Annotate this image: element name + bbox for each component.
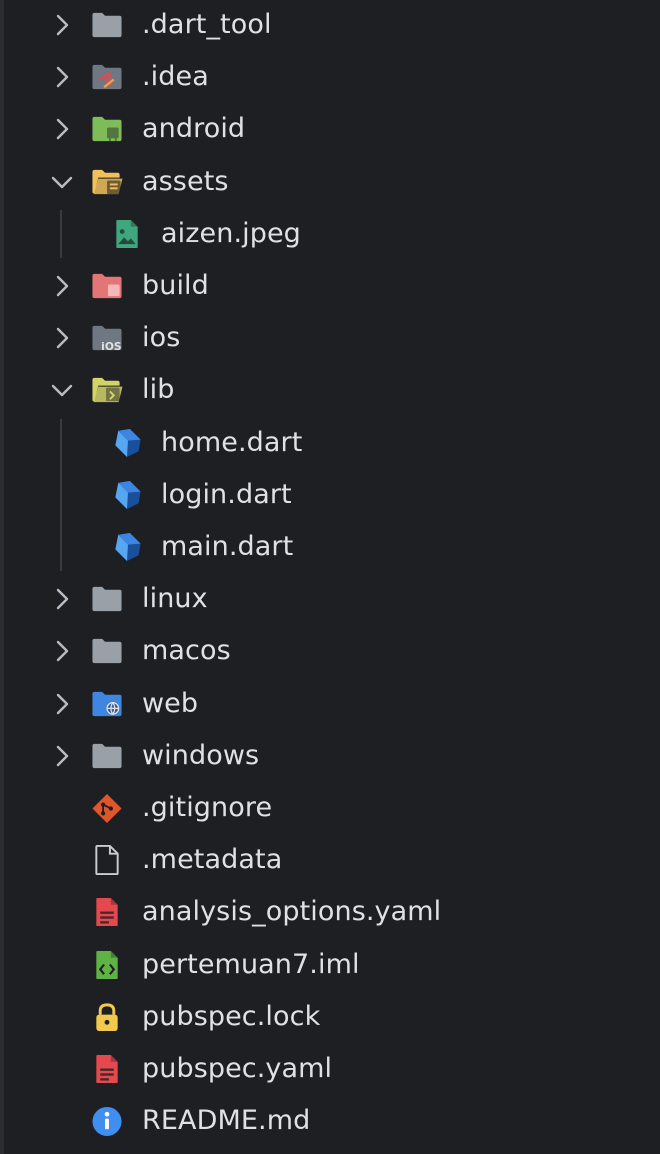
tree-item-label: macos [142,635,231,667]
tree-item-label: assets [142,165,229,197]
chevron-right-icon[interactable] [50,13,74,37]
tree-item-label: .metadata [142,844,283,876]
iml-file-icon [96,950,118,979]
tree-item-label: pubspec.lock [142,1000,321,1032]
indent-guide [60,418,62,572]
indent-guide [60,209,62,258]
tree-item-label: .idea [142,61,209,93]
tree-item-label: aizen.jpeg [161,217,301,249]
tree-item-label: ios [142,322,181,354]
chevron-right-icon[interactable] [50,117,74,141]
git-icon [92,793,122,824]
tree-item-idea[interactable]: .idea [4,51,660,103]
android-folder-icon [92,117,122,143]
folder-icon [92,639,122,664]
tree-item-windows[interactable]: windows [4,730,660,782]
ios-folder-icon: iOS [92,326,122,353]
tree-item-web[interactable]: web [4,678,660,730]
tree-item-pubspec-lock[interactable]: pubspec.lock [4,991,660,1043]
chevron-down-icon[interactable] [50,378,74,402]
source-folder-icon [92,378,123,403]
tree-item-lib[interactable]: lib [4,364,660,416]
tree-item-linux[interactable]: linux [4,573,660,625]
chevron-right-icon[interactable] [50,587,74,611]
folder-icon [92,12,122,38]
tree-item-metadata[interactable]: .metadata [4,834,660,886]
tree-item-pertemuan7-iml[interactable]: pertemuan7.iml [4,939,660,991]
tree-item-pubspec-yaml[interactable]: pubspec.yaml [4,1043,660,1095]
lock-file-icon [96,1003,118,1031]
tree-item-label: .dart_tool [142,9,272,40]
tree-item-gitignore[interactable]: .gitignore [4,782,660,834]
tree-item-analysis-options-yaml[interactable]: analysis_options.yaml [4,886,660,938]
tree-item-main-dart[interactable]: main.dart [4,521,660,573]
tree-item-label: pubspec.yaml [142,1053,333,1084]
folder-icon [92,743,122,768]
tree-item-label: home.dart [161,426,303,458]
tree-item-android[interactable]: android [4,103,660,155]
tree-item-label: pertemuan7.iml [142,948,360,980]
tree-item-label: .gitignore [142,792,273,823]
tree-item-dart-tool[interactable]: .dart_tool [4,0,660,51]
dart-file-icon [115,532,141,562]
tree-item-label: android [142,113,246,145]
tree-item-build[interactable]: build [4,260,660,312]
chevron-right-icon[interactable] [50,692,74,716]
tree-item-login-dart[interactable]: login.dart [4,469,660,521]
tree-item-home-dart[interactable]: home.dart [4,417,660,469]
tree-item-label: build [142,270,209,301]
tree-item-label: windows [142,739,260,771]
idea-folder-icon [92,65,122,90]
chevron-right-icon[interactable] [50,274,74,298]
tree-item-label: web [142,687,199,719]
info-file-icon [92,1107,122,1137]
tree-item-macos[interactable]: macos [4,625,660,677]
yaml-file-icon [96,1054,118,1084]
text-file-icon [95,845,119,876]
svg-text:iOS: iOS [101,340,121,353]
chevron-right-icon[interactable] [50,744,74,768]
tree-item-label: analysis_options.yaml [142,896,442,928]
image-file-icon [116,219,138,248]
chevron-right-icon[interactable] [50,326,74,350]
tree-item-label: login.dart [161,478,292,510]
tree-item-ios[interactable]: iOS ios [4,312,660,364]
chevron-right-icon[interactable] [50,65,74,89]
tree-item-label: main.dart [161,531,294,562]
tree-item-readme-md[interactable]: README.md [4,1095,660,1147]
folder-icon [92,587,122,612]
resources-folder-icon [92,169,123,194]
dart-file-icon [115,428,141,457]
tree-item-label: linux [142,583,208,615]
chevron-right-icon[interactable] [50,639,74,663]
tree-item-aizen-jpeg[interactable]: aizen.jpeg [4,208,660,260]
web-folder-icon [92,691,122,716]
yaml-file-icon [96,898,118,927]
excluded-folder-icon [92,273,122,299]
dart-file-icon [115,480,141,509]
tree-item-label: README.md [142,1105,311,1137]
tree-item-label: lib [142,374,175,406]
chevron-down-icon[interactable] [50,170,74,194]
tree-item-assets[interactable]: assets [4,156,660,208]
